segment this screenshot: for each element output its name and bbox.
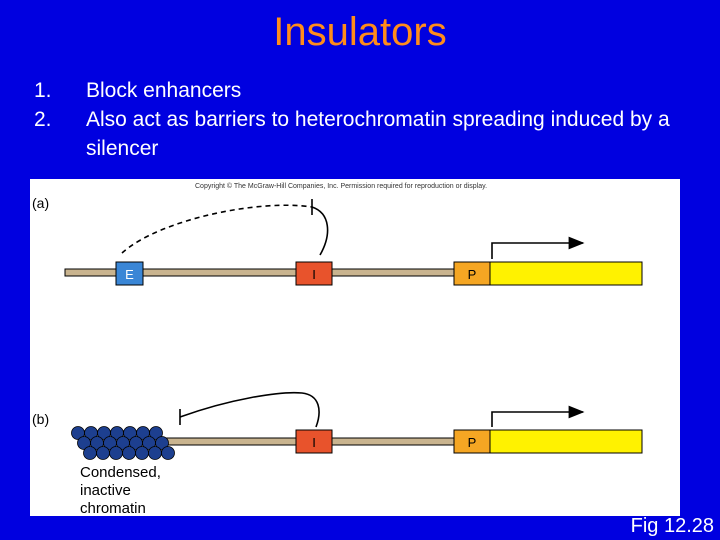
bullet-number: 1.: [34, 76, 86, 105]
panel-b-label: (b): [32, 411, 49, 427]
figure-diagram: Copyright © The McGraw-Hill Companies, I…: [30, 179, 680, 516]
enhancer-label: E: [125, 267, 134, 282]
enhancer-dashed-arrow: [122, 205, 312, 253]
bullet-item-2: 2. Also act as barriers to heterochromat…: [34, 105, 674, 163]
chromatin-caption-line-1: Condensed,: [80, 464, 161, 481]
bullet-text: Block enhancers: [86, 76, 241, 105]
transcription-arrow-a: [492, 243, 583, 259]
nucleosome: [97, 447, 110, 460]
insulator-label: I: [312, 267, 316, 282]
nucleosome: [110, 447, 123, 460]
promoter-label-b: P: [468, 435, 477, 450]
promoter-label: P: [468, 267, 477, 282]
silencer-arrow: [180, 393, 319, 427]
copyright-text: Copyright © The McGraw-Hill Companies, I…: [195, 182, 487, 190]
transcription-arrow-b: [492, 412, 583, 427]
nucleosome: [136, 447, 149, 460]
nucleosome: [123, 447, 136, 460]
insulator-block-arc: [312, 207, 328, 255]
bullet-number: 2.: [34, 105, 86, 163]
bullet-list: 1. Block enhancers 2. Also act as barrie…: [34, 76, 674, 163]
chromatin-caption-line-3: chromatin: [80, 500, 146, 516]
nucleosome: [162, 447, 175, 460]
condensed-chromatin: [72, 427, 175, 460]
gene-box-b: [490, 430, 642, 453]
insulator-label-b: I: [312, 435, 316, 450]
nucleosome: [84, 447, 97, 460]
gene-box: [490, 262, 642, 285]
slide-title: Insulators: [0, 10, 720, 55]
bullet-text: Also act as barriers to heterochromatin …: [86, 105, 674, 163]
panel-a-label: (a): [32, 195, 49, 211]
figure-reference: Fig 12.28: [631, 515, 714, 538]
chromatin-caption-line-2: inactive: [80, 482, 131, 499]
insulator-figure: Copyright © The McGraw-Hill Companies, I…: [30, 179, 680, 516]
bullet-item-1: 1. Block enhancers: [34, 76, 674, 105]
nucleosome: [149, 447, 162, 460]
